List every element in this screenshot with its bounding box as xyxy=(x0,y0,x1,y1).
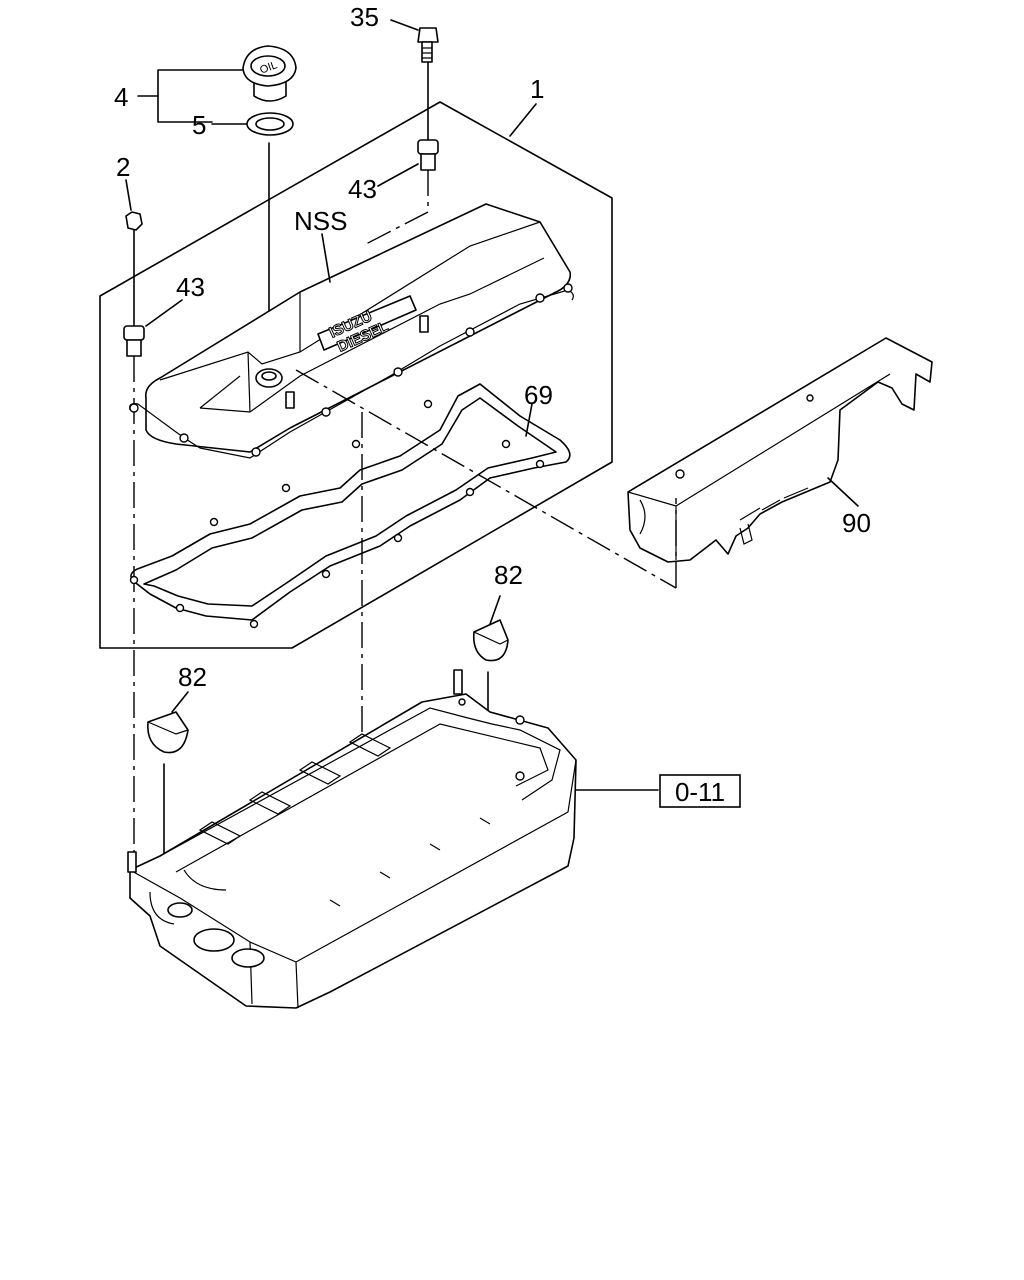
callout-nss: NSS xyxy=(294,206,347,236)
callout-4: 4 xyxy=(114,82,128,112)
callout-90: 90 xyxy=(842,508,871,538)
callout-82-right: 82 xyxy=(494,560,523,590)
grommet-43-lower xyxy=(123,325,145,357)
callout-69: 69 xyxy=(524,380,553,410)
cylinder-head-cover: ISUZU DIESEL xyxy=(129,203,574,459)
nut-2 xyxy=(125,211,143,231)
head-cover-gasket xyxy=(129,383,571,629)
callout-5: 5 xyxy=(192,110,206,140)
oil-filler-cap: OIL xyxy=(242,45,297,102)
callout-43-lower: 43 xyxy=(176,272,205,302)
callout-1: 1 xyxy=(530,74,544,104)
callout-35: 35 xyxy=(350,2,379,32)
callout-82-left: 82 xyxy=(178,662,207,692)
bolt-35 xyxy=(417,27,439,63)
assembly-outline xyxy=(99,101,613,649)
half-moon-plug-right xyxy=(472,619,509,662)
half-moon-plug-left xyxy=(147,711,189,754)
reference-box xyxy=(659,774,741,808)
oil-cap-text: OIL xyxy=(258,59,279,76)
callout-43-upper: 43 xyxy=(348,174,377,204)
grommet-43-upper xyxy=(417,139,439,171)
cover-shield-90 xyxy=(627,337,933,563)
cylinder-head xyxy=(127,669,577,1009)
callout-2: 2 xyxy=(116,152,130,182)
filler-cap-gasket xyxy=(246,112,294,136)
reference-label: 0-11 xyxy=(675,777,725,807)
